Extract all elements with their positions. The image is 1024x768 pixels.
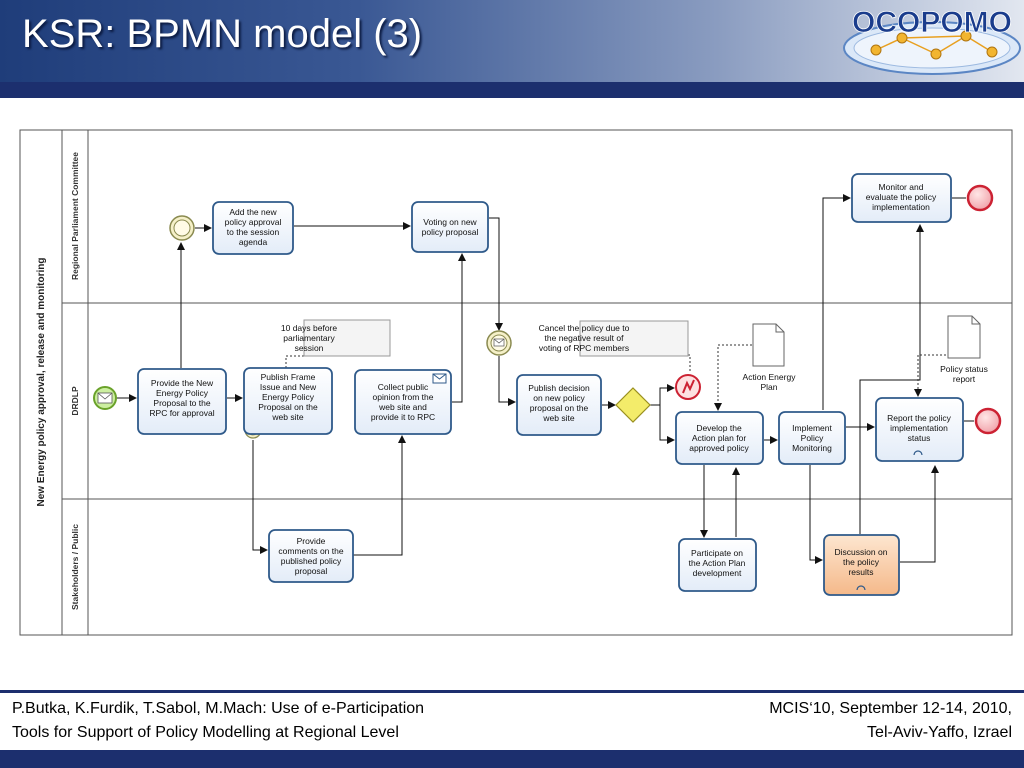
loop-icon [913, 450, 923, 456]
footer-citation-line-2: Tools for Support of Policy Modelling at… [12, 724, 399, 741]
exclusive-gateway [615, 387, 651, 423]
footer-bar [0, 750, 1024, 768]
footer-conference-line-1: MCIS‘10, September 12-14, 2010, [769, 700, 1012, 717]
error-event-icon [675, 374, 701, 400]
footer-citation: P.Butka, K.Furdik, T.Sabol, M.Mach: Use … [12, 697, 424, 745]
loop-icon [856, 585, 866, 591]
slide-title: KSR: BPMN model (3) [22, 12, 423, 56]
intermediate-event-message [486, 330, 512, 356]
end-event-committee [966, 184, 994, 212]
ocopomo-logo: OCOPOMO [843, 6, 1021, 75]
logo-wordmark: OCOPOMO [852, 6, 1012, 39]
lane-label-drdlp: DRDLP [70, 386, 80, 416]
sequence-flows [117, 194, 974, 564]
footer-conference: MCIS‘10, September 12-14, 2010, Tel-Aviv… [769, 697, 1012, 745]
header-bar [0, 82, 1024, 98]
footer-divider [0, 690, 1024, 693]
footer-citation-line-1: P.Butka, K.Furdik, T.Sabol, M.Mach: Use … [12, 700, 425, 717]
pool-label: New Energy policy approval, release and … [36, 258, 47, 507]
footer-conference-line-2: Tel-Aviv-Yaffo, Izrael [867, 724, 1012, 741]
intermediate-event-timer [169, 215, 195, 241]
end-event-drdlp [974, 407, 1002, 435]
lane-label-committee: Regional Parliament Committee [70, 152, 80, 280]
bpmn-diagram: New Energy policy approval, release and … [19, 129, 1013, 636]
start-event-message [93, 386, 117, 410]
lane-label-public: Stakeholders / Public [70, 524, 80, 610]
associations [285, 344, 950, 411]
